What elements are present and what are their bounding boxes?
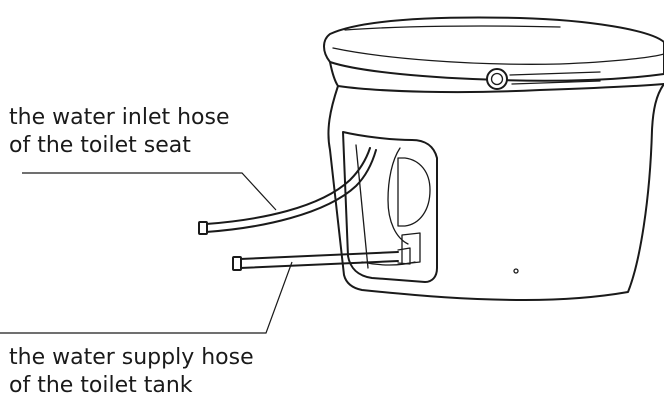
inlet-hose [198,147,377,235]
rear-recess [342,131,438,283]
toilet-body [323,16,664,301]
inlet-hose-label-line2: of the toilet seat [9,133,191,158]
inlet-hose-end-fitting [198,221,208,235]
control-knob [486,68,508,90]
bowl-outline [327,83,664,301]
supply-hose [232,247,411,271]
supply-hose-leader-line [0,261,293,334]
valve-body [397,157,431,227]
inlet-hose-label: the water inlet hose of the toilet seat [9,104,230,160]
supply-hose-lower-edge [239,260,399,269]
inlet-hose-leader-line [22,172,277,211]
control-knob-inner [490,72,504,86]
recess-inner-wall [355,144,409,269]
inlet-hose-upper-edge [205,147,371,225]
supply-hose-upper-edge [239,251,399,260]
supply-hose-label: the water supply hose of the toilet tank [9,344,254,400]
lid-seam-upper [344,25,561,31]
supply-hose-connector [397,247,411,265]
side-panel-line [509,71,601,85]
supply-hose-label-line2: of the toilet tank [9,373,193,398]
toilet-lid [323,16,664,82]
inlet-hose-lower-edge [205,149,377,233]
screw-hole [513,268,519,274]
supply-hose-label-line1: the water supply hose [9,345,254,370]
supply-hose-end-fitting [232,256,242,271]
inlet-hose-label-line1: the water inlet hose [9,105,230,130]
seat-band [329,61,664,94]
lid-seam [332,47,664,65]
valve-bracket [401,232,421,265]
